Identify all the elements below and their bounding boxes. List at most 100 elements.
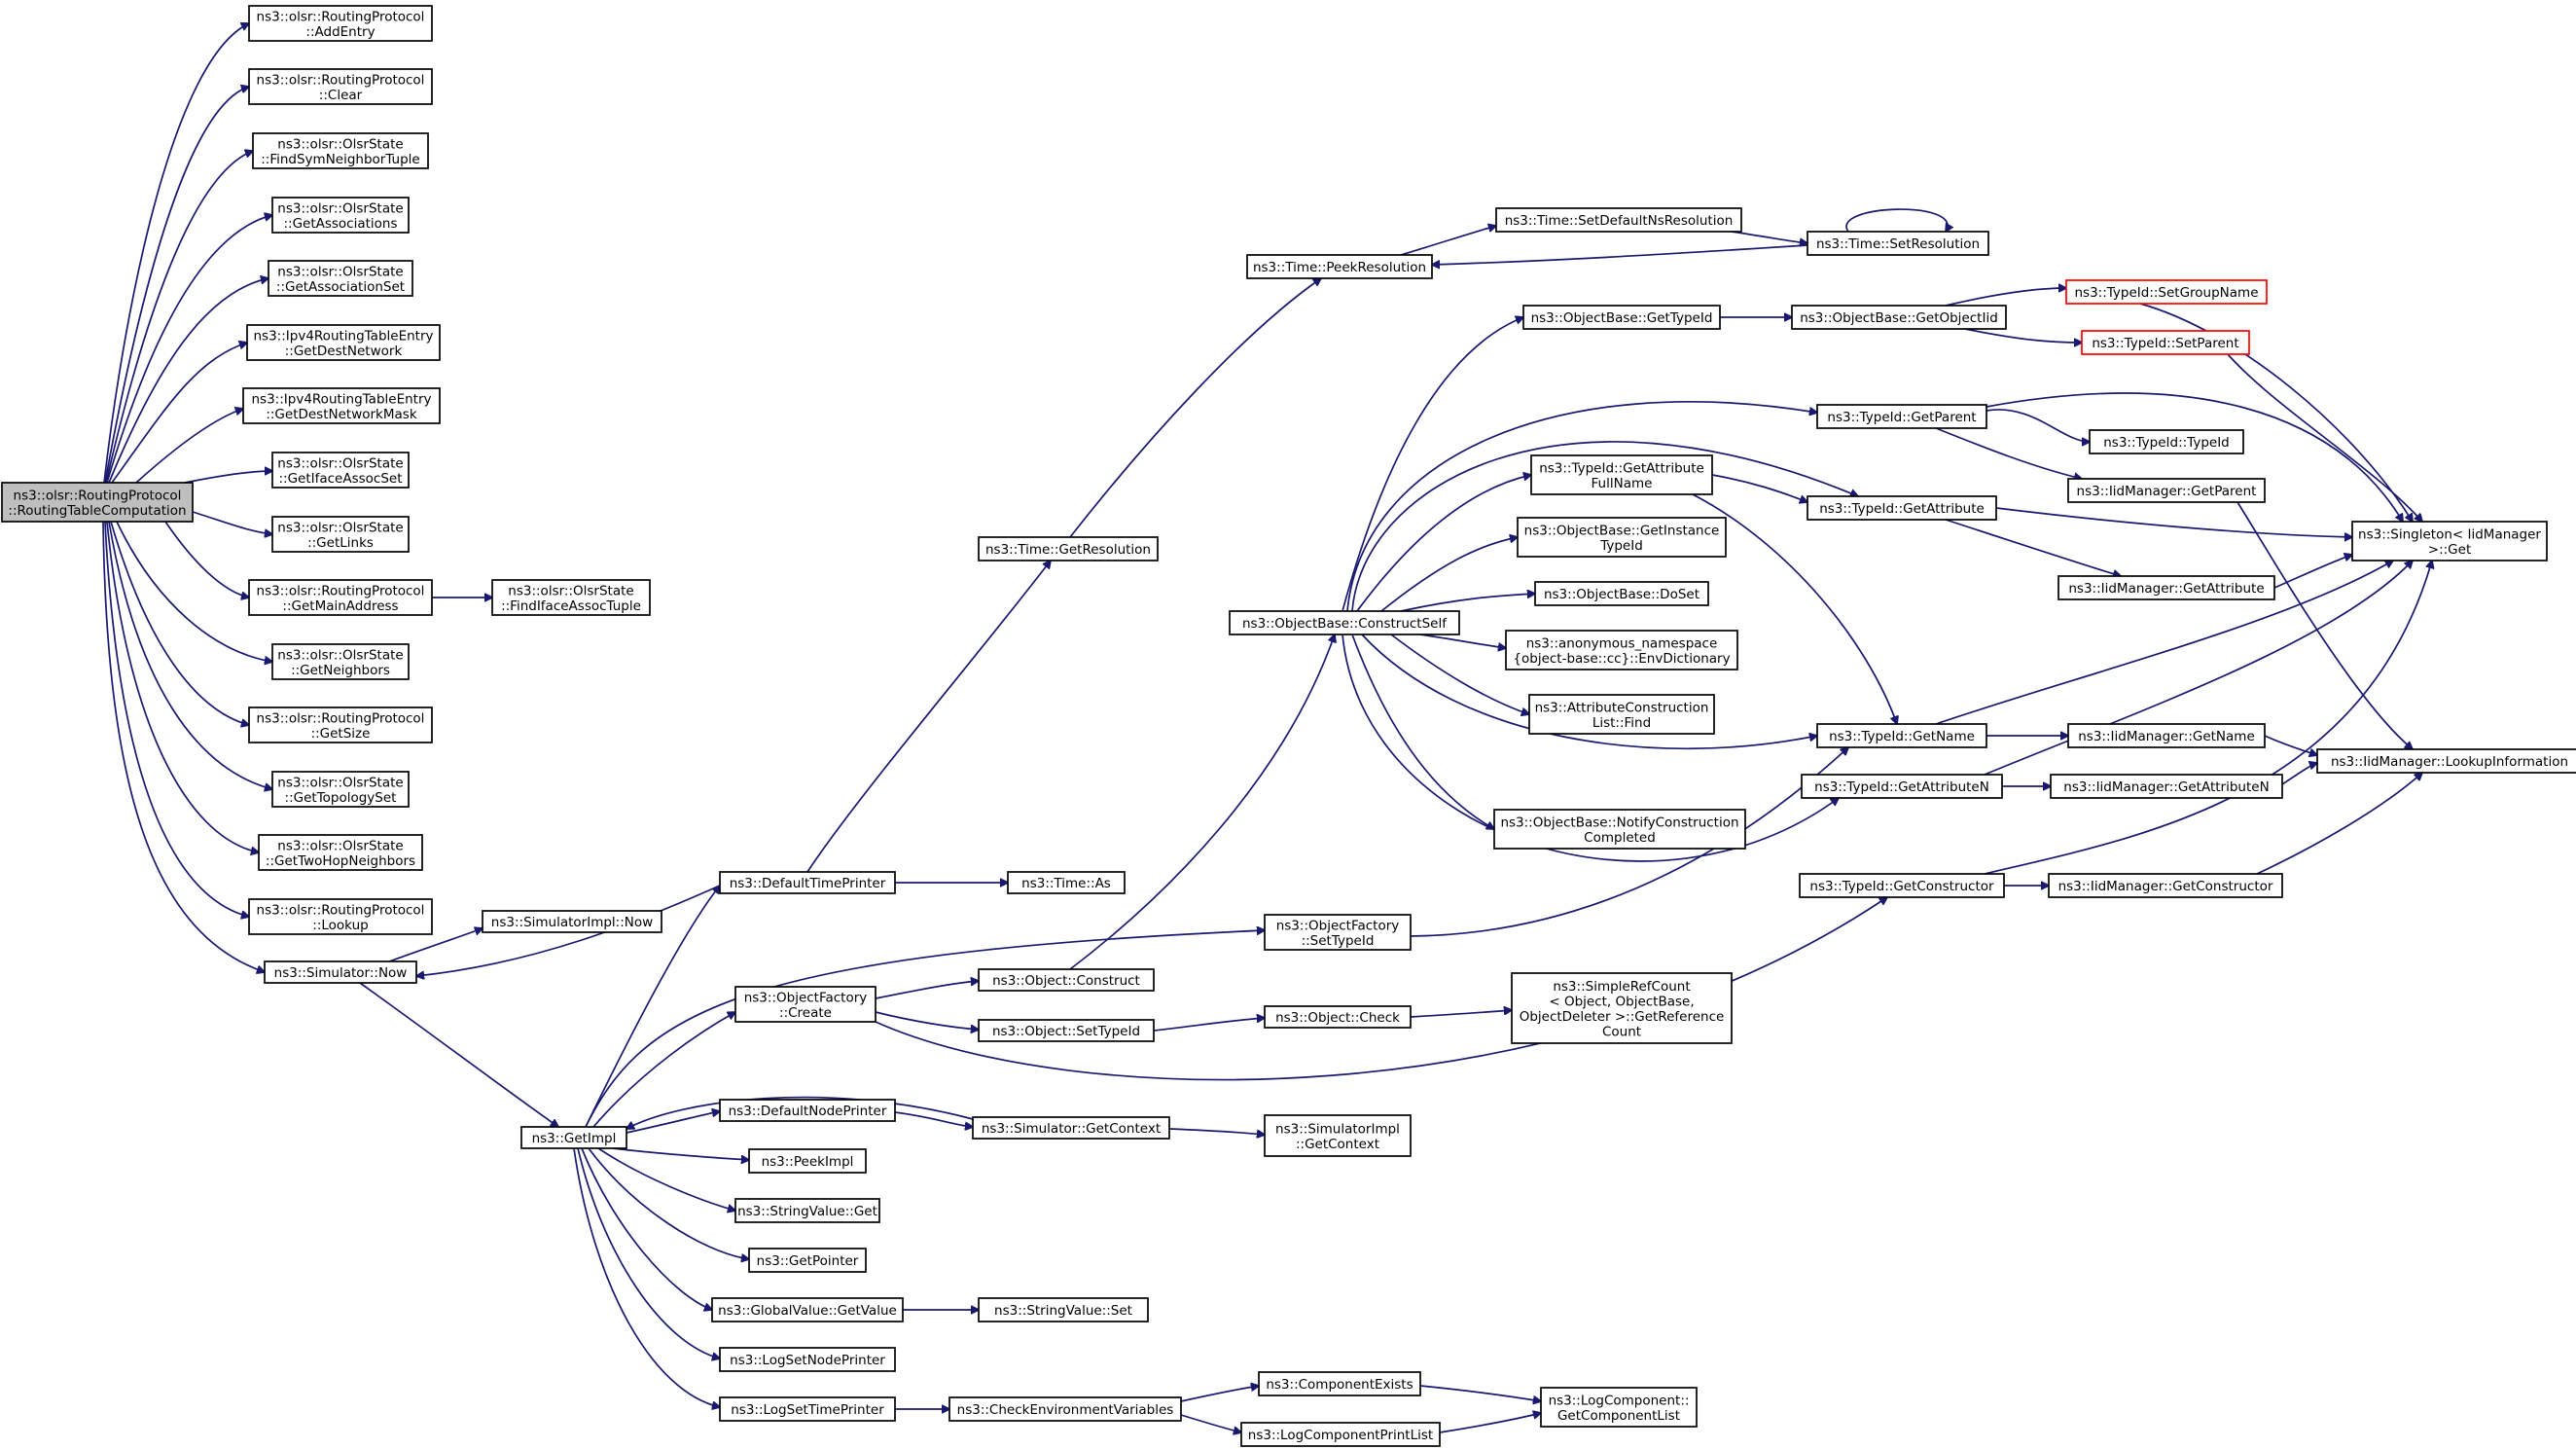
edge-compexists-logcompgetlist bbox=[1419, 1385, 1541, 1401]
graph-node-peekimpl[interactable]: ns3::PeekImpl bbox=[748, 1148, 867, 1174]
node-box bbox=[1801, 774, 2003, 799]
graph-node-getimpl[interactable]: ns3::GetImpl bbox=[520, 1126, 627, 1149]
graph-node-getiface[interactable]: ns3::olsr::OlsrState::GetIfaceAssocSet bbox=[271, 452, 410, 489]
graph-node-clear[interactable]: ns3::olsr::RoutingProtocol::Clear bbox=[248, 68, 433, 105]
graph-node-svget[interactable]: ns3::StringValue::Get bbox=[734, 1198, 880, 1223]
graph-node-simnow[interactable]: ns3::Simulator::Now bbox=[264, 960, 417, 984]
edge-tgetattr-iidgetattr bbox=[1945, 519, 2121, 576]
graph-node-defnodeprinter[interactable]: ns3::DefaultNodePrinter bbox=[719, 1099, 896, 1122]
node-box bbox=[1505, 630, 1738, 670]
node-label: ns3::Ipv4RoutingTableEntry::GetDestNetwo… bbox=[254, 328, 434, 359]
graph-node-getneigh[interactable]: ns3::olsr::OlsrState::GetNeighbors bbox=[271, 643, 410, 680]
node-box bbox=[748, 1148, 867, 1174]
edge-getimpl-ofsettypeid bbox=[585, 930, 1265, 1128]
graph-node-findiface[interactable]: ns3::olsr::OlsrState::FindIfaceAssocTupl… bbox=[491, 579, 651, 616]
graph-node-setdefns[interactable]: ns3::Time::SetDefaultNsResolution bbox=[1495, 207, 1742, 233]
graph-node-objsettypeid[interactable]: ns3::Object::SetTypeId bbox=[978, 1019, 1155, 1042]
graph-node-ofsettypeid[interactable]: ns3::ObjectFactory::SetTypeId bbox=[1264, 914, 1412, 951]
graph-node-peekres[interactable]: ns3::Time::PeekResolution bbox=[1246, 254, 1433, 279]
node-box bbox=[711, 1297, 904, 1322]
node-label: ns3::LogSetNodePrinter bbox=[730, 1353, 885, 1368]
node-label: ns3::DefaultTimePrinter bbox=[730, 876, 886, 891]
graph-node-checkenv[interactable]: ns3::CheckEnvironmentVariables bbox=[948, 1396, 1182, 1422]
node-label: ns3::olsr::RoutingProtocol::GetMainAddre… bbox=[257, 583, 425, 614]
edge-getimpl-logsettime bbox=[573, 1147, 720, 1407]
node-label: ns3::DefaultNodePrinter bbox=[729, 1104, 887, 1119]
graph-node-tgetattr[interactable]: ns3::TypeId::GetAttribute bbox=[1807, 495, 1997, 521]
node-box bbox=[242, 387, 441, 424]
graph-node-lookupinfo[interactable]: ns3::IidManager::LookupInformation bbox=[2316, 748, 2576, 774]
edge-iidgetparent-lookupinfo bbox=[2236, 501, 2413, 749]
edge-simgetctx-simimplgetctx bbox=[1168, 1128, 1265, 1135]
graph-node-getassocset[interactable]: ns3::olsr::OlsrState::GetAssociationSet bbox=[268, 260, 413, 297]
graph-node-deftimeprinter[interactable]: ns3::DefaultTimePrinter bbox=[719, 871, 896, 894]
graph-node-setgroupname[interactable]: ns3::TypeId::SetGroupName bbox=[2065, 279, 2268, 305]
graph-node-tgetattrn[interactable]: ns3::TypeId::GetAttributeN bbox=[1801, 774, 2003, 799]
graph-node-logcompgetlist[interactable]: ns3::LogComponent::GetComponentList bbox=[1540, 1387, 1698, 1428]
graph-node-gvgetvalue[interactable]: ns3::GlobalValue::GetValue bbox=[711, 1297, 904, 1322]
graph-node-setres[interactable]: ns3::Time::SetResolution bbox=[1807, 231, 1989, 256]
graph-node-tgetparent[interactable]: ns3::TypeId::GetParent bbox=[1816, 404, 1987, 429]
edge-root-getdestnet bbox=[111, 343, 247, 484]
graph-node-obgettypeid[interactable]: ns3::ObjectBase::GetTypeId bbox=[1522, 305, 1721, 330]
graph-node-obdoset[interactable]: ns3::ObjectBase::DoSet bbox=[1534, 581, 1709, 606]
node-label: ns3::LogComponent::GetComponentList bbox=[1549, 1393, 1690, 1424]
graph-node-setparent[interactable]: ns3::TypeId::SetParent bbox=[2081, 330, 2250, 355]
graph-node-objcheck[interactable]: ns3::Object::Check bbox=[1264, 1005, 1412, 1029]
graph-node-getpointer[interactable]: ns3::GetPointer bbox=[748, 1248, 867, 1273]
node-label: ns3::TypeId::SetGroupName bbox=[2074, 285, 2258, 301]
graph-node-singleton[interactable]: ns3::Singleton< IidManager>::Get bbox=[2351, 521, 2548, 561]
graph-node-getsize[interactable]: ns3::olsr::RoutingProtocol::GetSize bbox=[248, 706, 433, 743]
node-box bbox=[719, 1396, 896, 1422]
edge-constructself-obgettypeid bbox=[1342, 317, 1523, 612]
graph-node-gettopo[interactable]: ns3::olsr::OlsrState::GetTopologySet bbox=[271, 771, 410, 808]
edge-root-findsym bbox=[105, 151, 253, 484]
graph-node-getdestmask[interactable]: ns3::Ipv4RoutingTableEntry::GetDestNetwo… bbox=[242, 387, 441, 424]
graph-node-iidgetattr[interactable]: ns3::IidManager::GetAttribute bbox=[2057, 575, 2275, 600]
graph-node-ttypeid[interactable]: ns3::TypeId::TypeId bbox=[2089, 429, 2244, 454]
graph-node-simimplnow[interactable]: ns3::SimulatorImpl::Now bbox=[482, 910, 662, 933]
graph-node-iidgetparent[interactable]: ns3::IidManager::GetParent bbox=[2067, 478, 2266, 503]
node-box bbox=[482, 910, 662, 933]
graph-node-objconstruct[interactable]: ns3::Object::Construct bbox=[978, 968, 1155, 992]
graph-node-iidgetctor[interactable]: ns3::IidManager::GetConstructor bbox=[2048, 873, 2283, 898]
graph-node-envdict[interactable]: ns3::anonymous_namespace{object-base::cc… bbox=[1505, 630, 1738, 670]
graph-node-getdestnet[interactable]: ns3::Ipv4RoutingTableEntry::GetDestNetwo… bbox=[246, 324, 441, 361]
graph-node-compexists[interactable]: ns3::ComponentExists bbox=[1258, 1371, 1421, 1396]
graph-node-logsetnode[interactable]: ns3::LogSetNodePrinter bbox=[719, 1347, 896, 1372]
node-label: ns3::GlobalValue::GetValue bbox=[718, 1303, 897, 1319]
graph-node-constructself[interactable]: ns3::ObjectBase::ConstructSelf bbox=[1229, 610, 1460, 635]
graph-node-simimplgetctx[interactable]: ns3::SimulatorImpl::GetContext bbox=[1264, 1114, 1412, 1157]
edge-setres-peekres bbox=[1432, 244, 1808, 265]
graph-node-logcompprint[interactable]: ns3::LogComponentPrintList bbox=[1240, 1422, 1441, 1447]
graph-node-timegetres[interactable]: ns3::Time::GetResolution bbox=[978, 536, 1159, 561]
graph-node-ofcreate[interactable]: ns3::ObjectFactory::Create bbox=[734, 986, 877, 1023]
graph-node-logsettime[interactable]: ns3::LogSetTimePrinter bbox=[719, 1396, 896, 1422]
edge-root-gettopo bbox=[108, 521, 272, 789]
graph-node-simgetctx[interactable]: ns3::Simulator::GetContext bbox=[972, 1116, 1170, 1140]
graph-node-svset[interactable]: ns3::StringValue::Set bbox=[978, 1297, 1149, 1322]
graph-node-tgetname[interactable]: ns3::TypeId::GetName bbox=[1816, 723, 1987, 748]
graph-node-refcount[interactable]: ns3::SimpleRefCount< Object, ObjectBase,… bbox=[1511, 972, 1733, 1044]
graph-node-getlinks[interactable]: ns3::olsr::OlsrState::GetLinks bbox=[271, 516, 410, 553]
edge-constructself-notify bbox=[1351, 634, 1494, 829]
graph-node-findsym[interactable]: ns3::olsr::OlsrState::FindSymNeighborTup… bbox=[252, 132, 429, 169]
graph-node-tgetctor[interactable]: ns3::TypeId::GetConstructor bbox=[1799, 873, 2005, 898]
node-label: ns3::IidManager::GetName bbox=[2078, 729, 2255, 744]
node-box bbox=[1258, 1371, 1421, 1396]
graph-node-addentry[interactable]: ns3::olsr::RoutingProtocol::AddEntry bbox=[248, 5, 433, 42]
graph-node-timeas[interactable]: ns3::Time::As bbox=[1007, 871, 1126, 894]
graph-node-getassoc[interactable]: ns3::olsr::OlsrState::GetAssociations bbox=[271, 197, 410, 234]
graph-node-iidgetname[interactable]: ns3::IidManager::GetName bbox=[2067, 723, 2266, 748]
graph-node-iidgetattrn[interactable]: ns3::IidManager::GetAttributeN bbox=[2050, 774, 2283, 799]
graph-node-getmainaddr[interactable]: ns3::olsr::RoutingProtocol::GetMainAddre… bbox=[248, 579, 433, 616]
graph-node-gettwohop[interactable]: ns3::olsr::OlsrState::GetTwoHopNeighbors bbox=[258, 834, 423, 871]
graph-node-root[interactable]: ns3::olsr::RoutingProtocol::RoutingTable… bbox=[1, 482, 194, 523]
node-box bbox=[1264, 1005, 1412, 1029]
graph-node-lookup[interactable]: ns3::olsr::RoutingProtocol::Lookup bbox=[248, 898, 433, 935]
graph-node-obgetobjectiid[interactable]: ns3::ObjectBase::GetObjectIid bbox=[1791, 305, 2007, 330]
